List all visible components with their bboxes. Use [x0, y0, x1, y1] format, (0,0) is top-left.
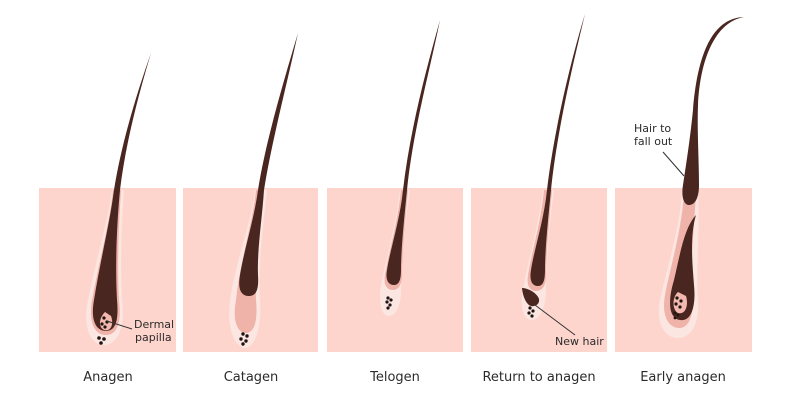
callout-hair-to-fall-out: Hair to fall out: [634, 122, 672, 148]
hair-shaft-catagen: [239, 33, 298, 296]
follicle-return-to-anagen: [521, 14, 585, 336]
callout-text: papilla: [135, 331, 172, 344]
stage-label-catagen: Catagen: [223, 370, 279, 385]
hair-shaft-old: [530, 14, 585, 286]
papilla-cells: [527, 306, 535, 318]
callout-new-hair: New hair: [555, 335, 604, 348]
stage-label-telogen: Telogen: [370, 370, 420, 385]
stage-label-early-anagen: Early anagen: [640, 370, 726, 385]
new-hair-germ: [522, 288, 540, 307]
callout-text: Hair to: [634, 122, 672, 135]
stage-label-anagen: Anagen: [83, 370, 133, 385]
callout-line-dermal-papilla: [106, 320, 133, 330]
callout-text: New hair: [555, 335, 604, 348]
follicle-telogen: [379, 20, 440, 316]
callout-text: Dermal: [134, 318, 175, 331]
follicle-catagen: [229, 33, 298, 348]
follicle-early-anagen: [658, 17, 744, 338]
callout-text: fall out: [634, 135, 673, 148]
callout-line-new-hair: [534, 304, 576, 336]
papilla-cells: [673, 296, 683, 320]
papilla-cells: [239, 332, 249, 346]
callout-dermal-papilla: Dermal papilla: [134, 318, 174, 344]
papilla-cells: [385, 296, 393, 310]
hair-shaft-anagen: [92, 53, 151, 331]
callout-line-hair-to-fall-out: [662, 151, 685, 177]
stage-label-return-to-anagen: Return to anagen: [482, 370, 596, 385]
hair-shaft-falling: [682, 17, 744, 205]
follicle-anagen: [86, 53, 151, 345]
hair-shaft-telogen: [386, 20, 440, 285]
papilla-cells: [97, 316, 109, 345]
